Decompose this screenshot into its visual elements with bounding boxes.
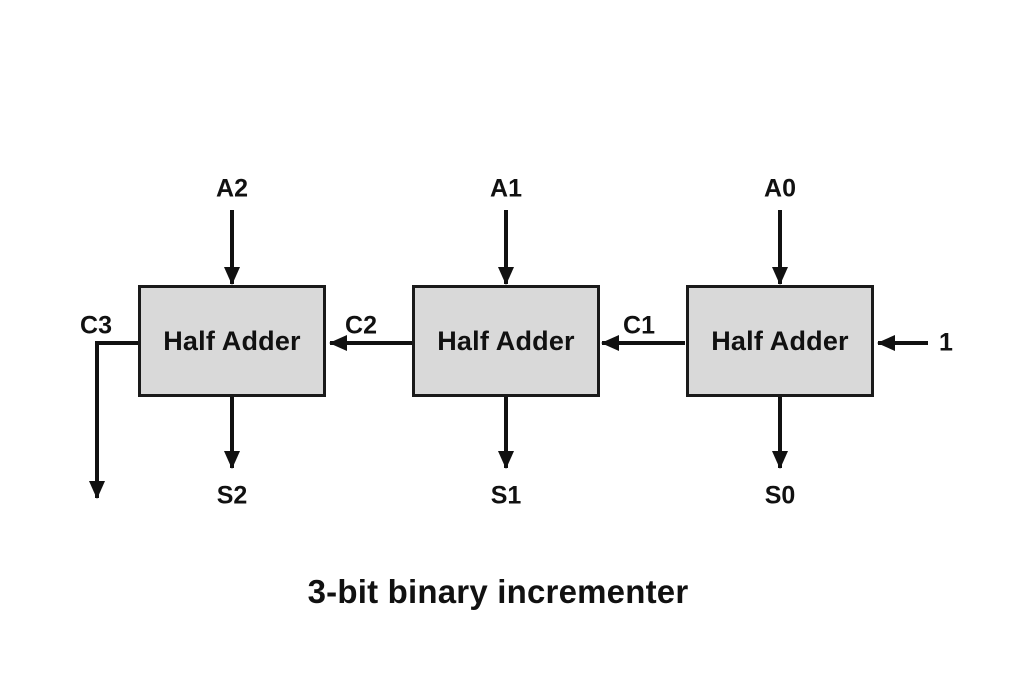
carry-label-c1: C1: [623, 311, 655, 340]
input-label-a2: A2: [216, 174, 248, 203]
input-label-a1: A1: [490, 174, 522, 203]
output-label-s0: S0: [764, 481, 796, 510]
carry-in-label-1: 1: [939, 328, 953, 357]
half-adder-block-bit1: Half Adder: [412, 285, 600, 397]
output-label-s2: S2: [216, 481, 248, 510]
carry-out-label-c3: C3: [80, 311, 112, 340]
output-label-s1: S1: [490, 481, 522, 510]
half-adder-label: Half Adder: [711, 325, 849, 356]
half-adder-label: Half Adder: [437, 325, 575, 356]
wire-carry-out-c3: [89, 341, 138, 499]
diagram-title: 3-bit binary incrementer: [307, 573, 689, 610]
half-adder-block-bit0: Half Adder: [686, 285, 874, 397]
half-adder-label: Half Adder: [163, 325, 301, 356]
carry-label-c2: C2: [345, 311, 377, 340]
input-label-a0: A0: [764, 174, 796, 203]
half-adder-block-bit2: Half Adder: [138, 285, 326, 397]
